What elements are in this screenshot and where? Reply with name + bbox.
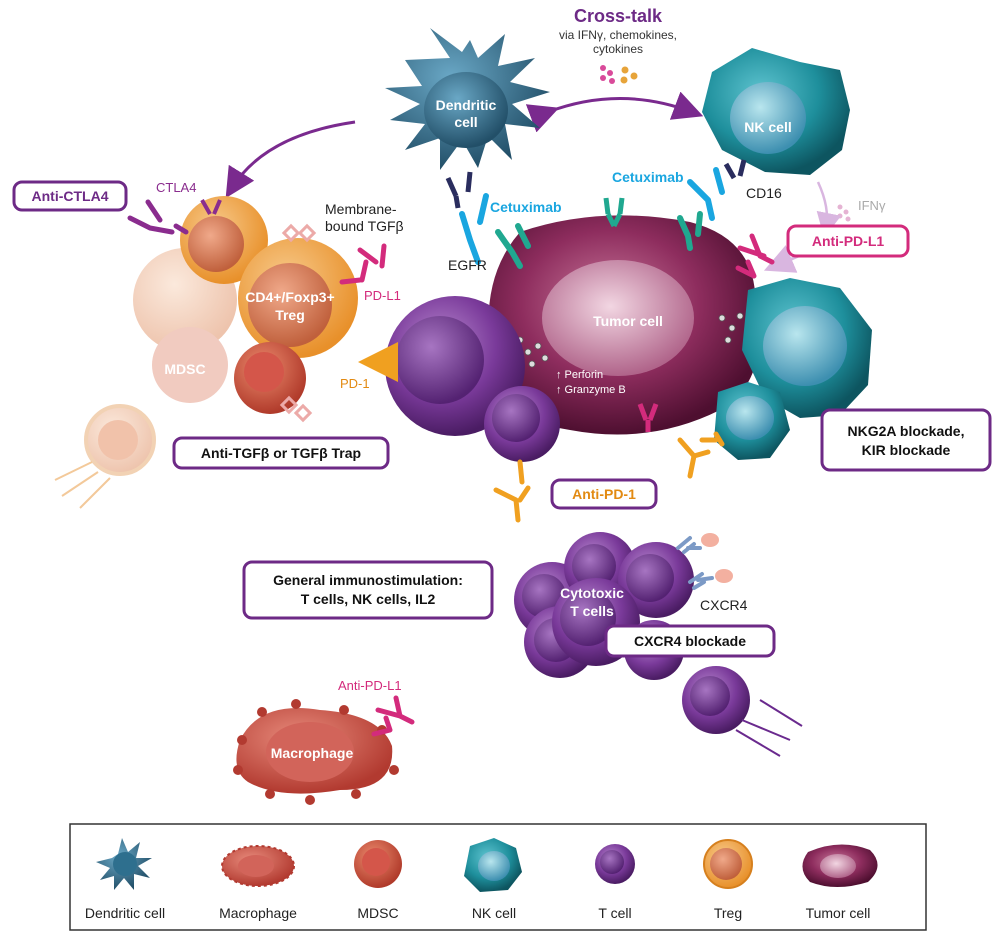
perforin-label: ↑ Perforin (556, 369, 603, 381)
cxcr4-blockade-text: CXCR4 blockade (634, 633, 746, 649)
cetuximab-antibody-left (459, 193, 531, 269)
legend-label-macrophage: Macrophage (219, 905, 297, 921)
macrophage-label: Macrophage (271, 745, 354, 761)
legend-label-treg: Treg (714, 905, 742, 921)
cytotoxic-label-1: Cytotoxic (560, 585, 624, 601)
legend-icon-treg (703, 839, 753, 889)
anti-pdl1-macrophage-label: Anti-PD-L1 (338, 678, 402, 693)
dendritic-cell: Dendritic cell (385, 28, 550, 170)
granzyme-label: ↑ Granzyme B (556, 384, 626, 396)
general-immunostimulation-box: General immunostimulation: T cells, NK c… (242, 560, 494, 620)
nk-cell-top: NK cell (702, 48, 850, 175)
t-cell-small (484, 386, 560, 462)
crosstalk-subtitle-2: cytokines (593, 42, 643, 56)
macrophage-cell: Macrophage (233, 699, 399, 805)
migrating-pale-cell (54, 404, 156, 509)
ifng-dots (837, 204, 851, 222)
crosstalk-subtitle-1: via IFNγ, chemokines, (559, 28, 677, 42)
legend-icon-tumor (802, 844, 878, 887)
anti-pd1-antibody (493, 459, 531, 523)
cxcr4-receptors (676, 536, 714, 590)
ifng-arrow (816, 181, 842, 238)
cetuximab-right-label: Cetuximab (612, 169, 684, 185)
cetuximab-antibody-right (677, 167, 725, 251)
tumor-cell-label: Tumor cell (593, 313, 663, 329)
anti-pdl1-box: Anti-PD-L1 (786, 224, 910, 258)
treg-label-2: Treg (275, 307, 305, 323)
pdl1-label: PD-L1 (364, 288, 401, 303)
crosstalk-arrow (525, 91, 704, 133)
legend: Dendritic cell Macrophage MDSC NK cell T… (69, 823, 927, 931)
t-cell-large (385, 296, 525, 436)
legend-label-tcell: T cell (598, 905, 631, 921)
mdsc-label: MDSC (164, 361, 205, 377)
ifng-label: IFNγ (858, 198, 886, 213)
cetuximab-left-label: Cetuximab (490, 199, 562, 215)
pdl1-bottom-tumor (637, 403, 659, 432)
general-text-1: General immunostimulation: (273, 572, 463, 588)
membrane-tgfb-label-2: bound TGFβ (325, 218, 404, 234)
ctla4-label: CTLA4 (156, 180, 196, 195)
nkg2a-box: NKG2A blockade, KIR blockade (820, 408, 992, 472)
pdl1-on-treg (339, 243, 387, 285)
anti-pdl1-antibody (735, 233, 775, 279)
membrane-tgfb (279, 223, 317, 423)
legend-icon-dendritic (96, 838, 152, 890)
migrating-t-cell (682, 666, 803, 757)
anti-pdl1-macrophage-antibody (371, 695, 415, 737)
cxcr4-ligands (701, 533, 733, 583)
dendritic-to-treg-arrow (225, 120, 356, 199)
pd1-label: PD-1 (340, 376, 370, 391)
legend-label-dendritic: Dendritic cell (85, 905, 165, 921)
cd16-receptor (723, 159, 747, 180)
cytotoxic-t-cells: Cytotoxic T cells (514, 532, 694, 680)
egfr-label: EGFR (448, 257, 487, 273)
dendritic-receptor (445, 171, 473, 209)
nkg2a-text-2: KIR blockade (862, 442, 951, 458)
cxcr4-blockade-box: CXCR4 blockade (604, 624, 776, 658)
cytokine-dots (600, 65, 638, 84)
legend-icon-tcell (595, 844, 635, 884)
treg-cell-large: CD4+/Foxp3+ Treg (238, 238, 358, 358)
legend-icon-macrophage (221, 845, 295, 887)
anti-ctla4-antibody (127, 199, 189, 235)
anti-tgfb-box: Anti-TGFβ or TGFβ Trap (172, 436, 390, 470)
treg-cell-small (180, 196, 268, 284)
crosstalk-title: Cross-talk (574, 6, 663, 26)
nk-cell-label: NK cell (744, 119, 791, 135)
mdsc-cell (234, 342, 306, 414)
legend-icon-nk (464, 838, 522, 892)
ctla4-receptor (200, 199, 222, 215)
nk-cell-right (742, 278, 872, 418)
anti-tgfb-text: Anti-TGFβ or TGFβ Trap (201, 445, 361, 461)
anti-ctla4-box: Anti-CTLA4 (12, 180, 128, 212)
tumor-cell: Tumor cell ↑ Perforin ↑ Granzyme B (488, 215, 759, 435)
legend-icon-mdsc (354, 840, 402, 888)
cytotoxic-label-2: T cells (570, 603, 614, 619)
nk-cell-small (714, 382, 790, 460)
cd16-label: CD16 (746, 185, 782, 201)
anti-pd1-box: Anti-PD-1 (550, 478, 658, 510)
nkg2a-text-1: NKG2A blockade, (848, 423, 965, 439)
anti-ctla4-text: Anti-CTLA4 (32, 188, 109, 204)
legend-label-nk: NK cell (472, 905, 516, 921)
egfr-receptor-middle (603, 197, 625, 228)
legend-label-tumor: Tumor cell (806, 905, 871, 921)
dendritic-cell-label-2: cell (454, 114, 477, 130)
anti-pdl1-text: Anti-PD-L1 (812, 233, 885, 249)
dendritic-cell-label-1: Dendritic (436, 97, 497, 113)
membrane-tgfb-label-1: Membrane- (325, 201, 397, 217)
legend-label-mdsc: MDSC (357, 905, 398, 921)
cxcr4-label: CXCR4 (700, 597, 748, 613)
treg-label-1: CD4+/Foxp3+ (245, 289, 334, 305)
anti-pd1-nk (677, 431, 725, 479)
general-text-2: T cells, NK cells, IL2 (301, 591, 436, 607)
anti-pd1-text: Anti-PD-1 (572, 486, 636, 502)
